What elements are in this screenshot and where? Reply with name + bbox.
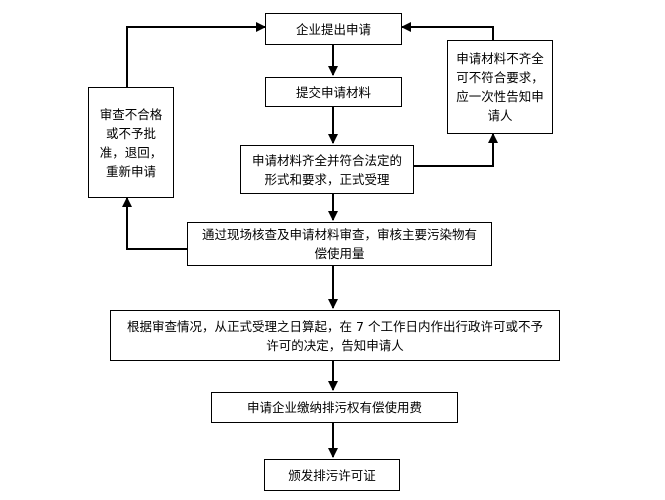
arrow-review-to-reject <box>122 197 187 250</box>
node-pay: 申请企业缴纳排污权有偿使用费 <box>211 392 458 423</box>
node-submit: 提交申请材料 <box>265 77 402 107</box>
node-decide: 根据审查情况，从正式受理之日算起，在 7 个工作日内作出行政许可或不予许可的决定… <box>110 310 560 361</box>
node-issue: 颁发排污许可证 <box>264 459 400 491</box>
node-accept: 申请材料齐全并符合法定的形式和要求，正式受理 <box>240 145 414 194</box>
arrow-incomplete-to-apply <box>401 22 494 40</box>
node-reject: 审查不合格或不予批准，退回，重新申请 <box>88 87 174 198</box>
node-incomplete: 申请材料不齐全可不符合要求，应一次性告知申请人 <box>447 40 553 134</box>
node-apply: 企业提出申请 <box>265 13 402 45</box>
arrow-accept-to-incomplete <box>414 133 498 167</box>
arrow-reject-to-apply <box>126 22 266 87</box>
node-review: 通过现场核查及申请材料审查，审核主要污染物有偿使用量 <box>187 222 492 266</box>
